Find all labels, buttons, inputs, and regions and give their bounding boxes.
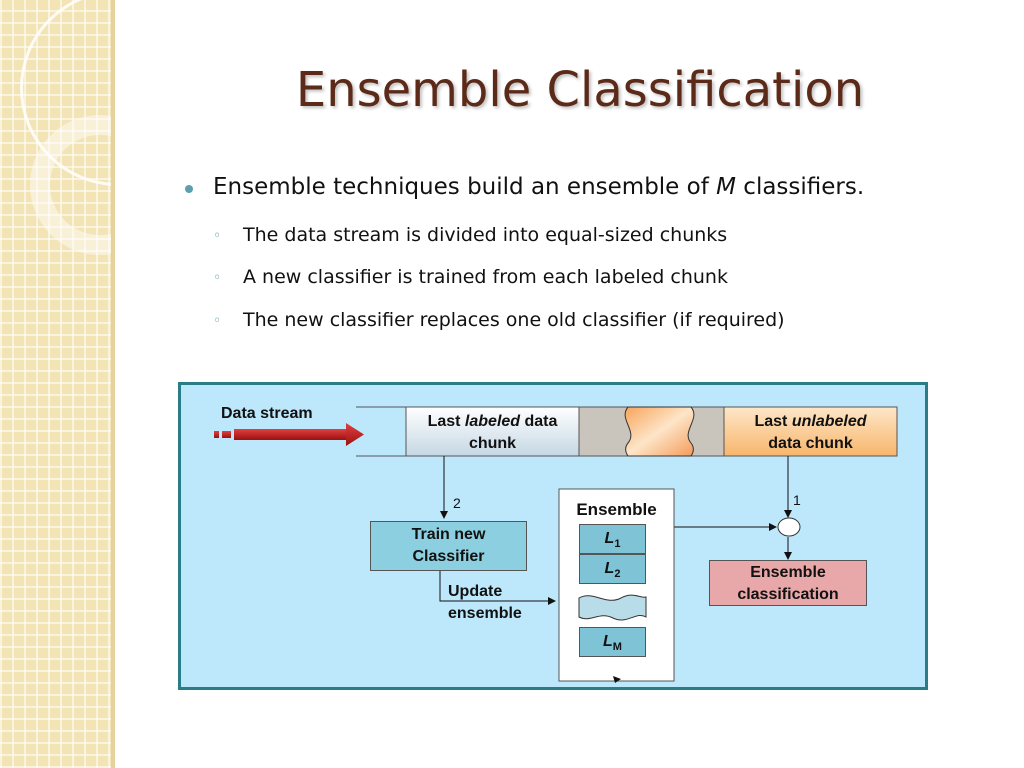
- model-l2: L2: [579, 554, 646, 584]
- unlabeled-chunk-label: Last unlabeled data chunk: [754, 413, 867, 452]
- sub-bullet-text: The data stream is divided into equal-si…: [243, 224, 728, 246]
- circle-bullet-icon: ◦: [213, 313, 222, 329]
- data-stream-label: Data stream: [221, 405, 313, 422]
- step-number: 2: [453, 495, 461, 511]
- combiner-node: [777, 517, 801, 537]
- stream-gap-wave: [624, 406, 695, 457]
- ensemble-title: Ensemble: [576, 500, 657, 519]
- circle-bullet-icon: ◦: [213, 228, 222, 244]
- sidebar-edge: [111, 0, 115, 768]
- models-gap-wave: [578, 594, 647, 621]
- slide-title: Ensemble Classification: [295, 62, 865, 118]
- decorative-sidebar: [0, 0, 115, 768]
- bullet-dot-icon: [185, 185, 193, 193]
- labeled-chunk: [405, 406, 580, 457]
- model-l1: L1: [579, 524, 646, 554]
- ensemble-diagram: Data stream Last labeled data chunk Last…: [178, 382, 928, 690]
- diagram-graphics: [214, 406, 898, 683]
- sub-bullet-text: A new classifier is trained from each la…: [243, 266, 728, 288]
- unlabeled-chunk: [723, 406, 898, 457]
- model-lm: LM: [579, 627, 646, 657]
- main-bullet-text: Ensemble techniques build an ensemble of…: [213, 174, 865, 200]
- ensemble-classification-box: Ensemble classification: [709, 560, 867, 606]
- update-ensemble-label: Update ensemble: [448, 583, 522, 622]
- step-number: 1: [793, 492, 801, 508]
- labeled-chunk-label: Last labeled data chunk: [427, 413, 558, 452]
- circle-bullet-icon: ◦: [213, 270, 222, 286]
- sub-bullet-text: The new classifier replaces one old clas…: [243, 309, 785, 331]
- data-stream-arrow-icon: [214, 423, 364, 446]
- train-classifier-box: Train new Classifier: [370, 521, 527, 571]
